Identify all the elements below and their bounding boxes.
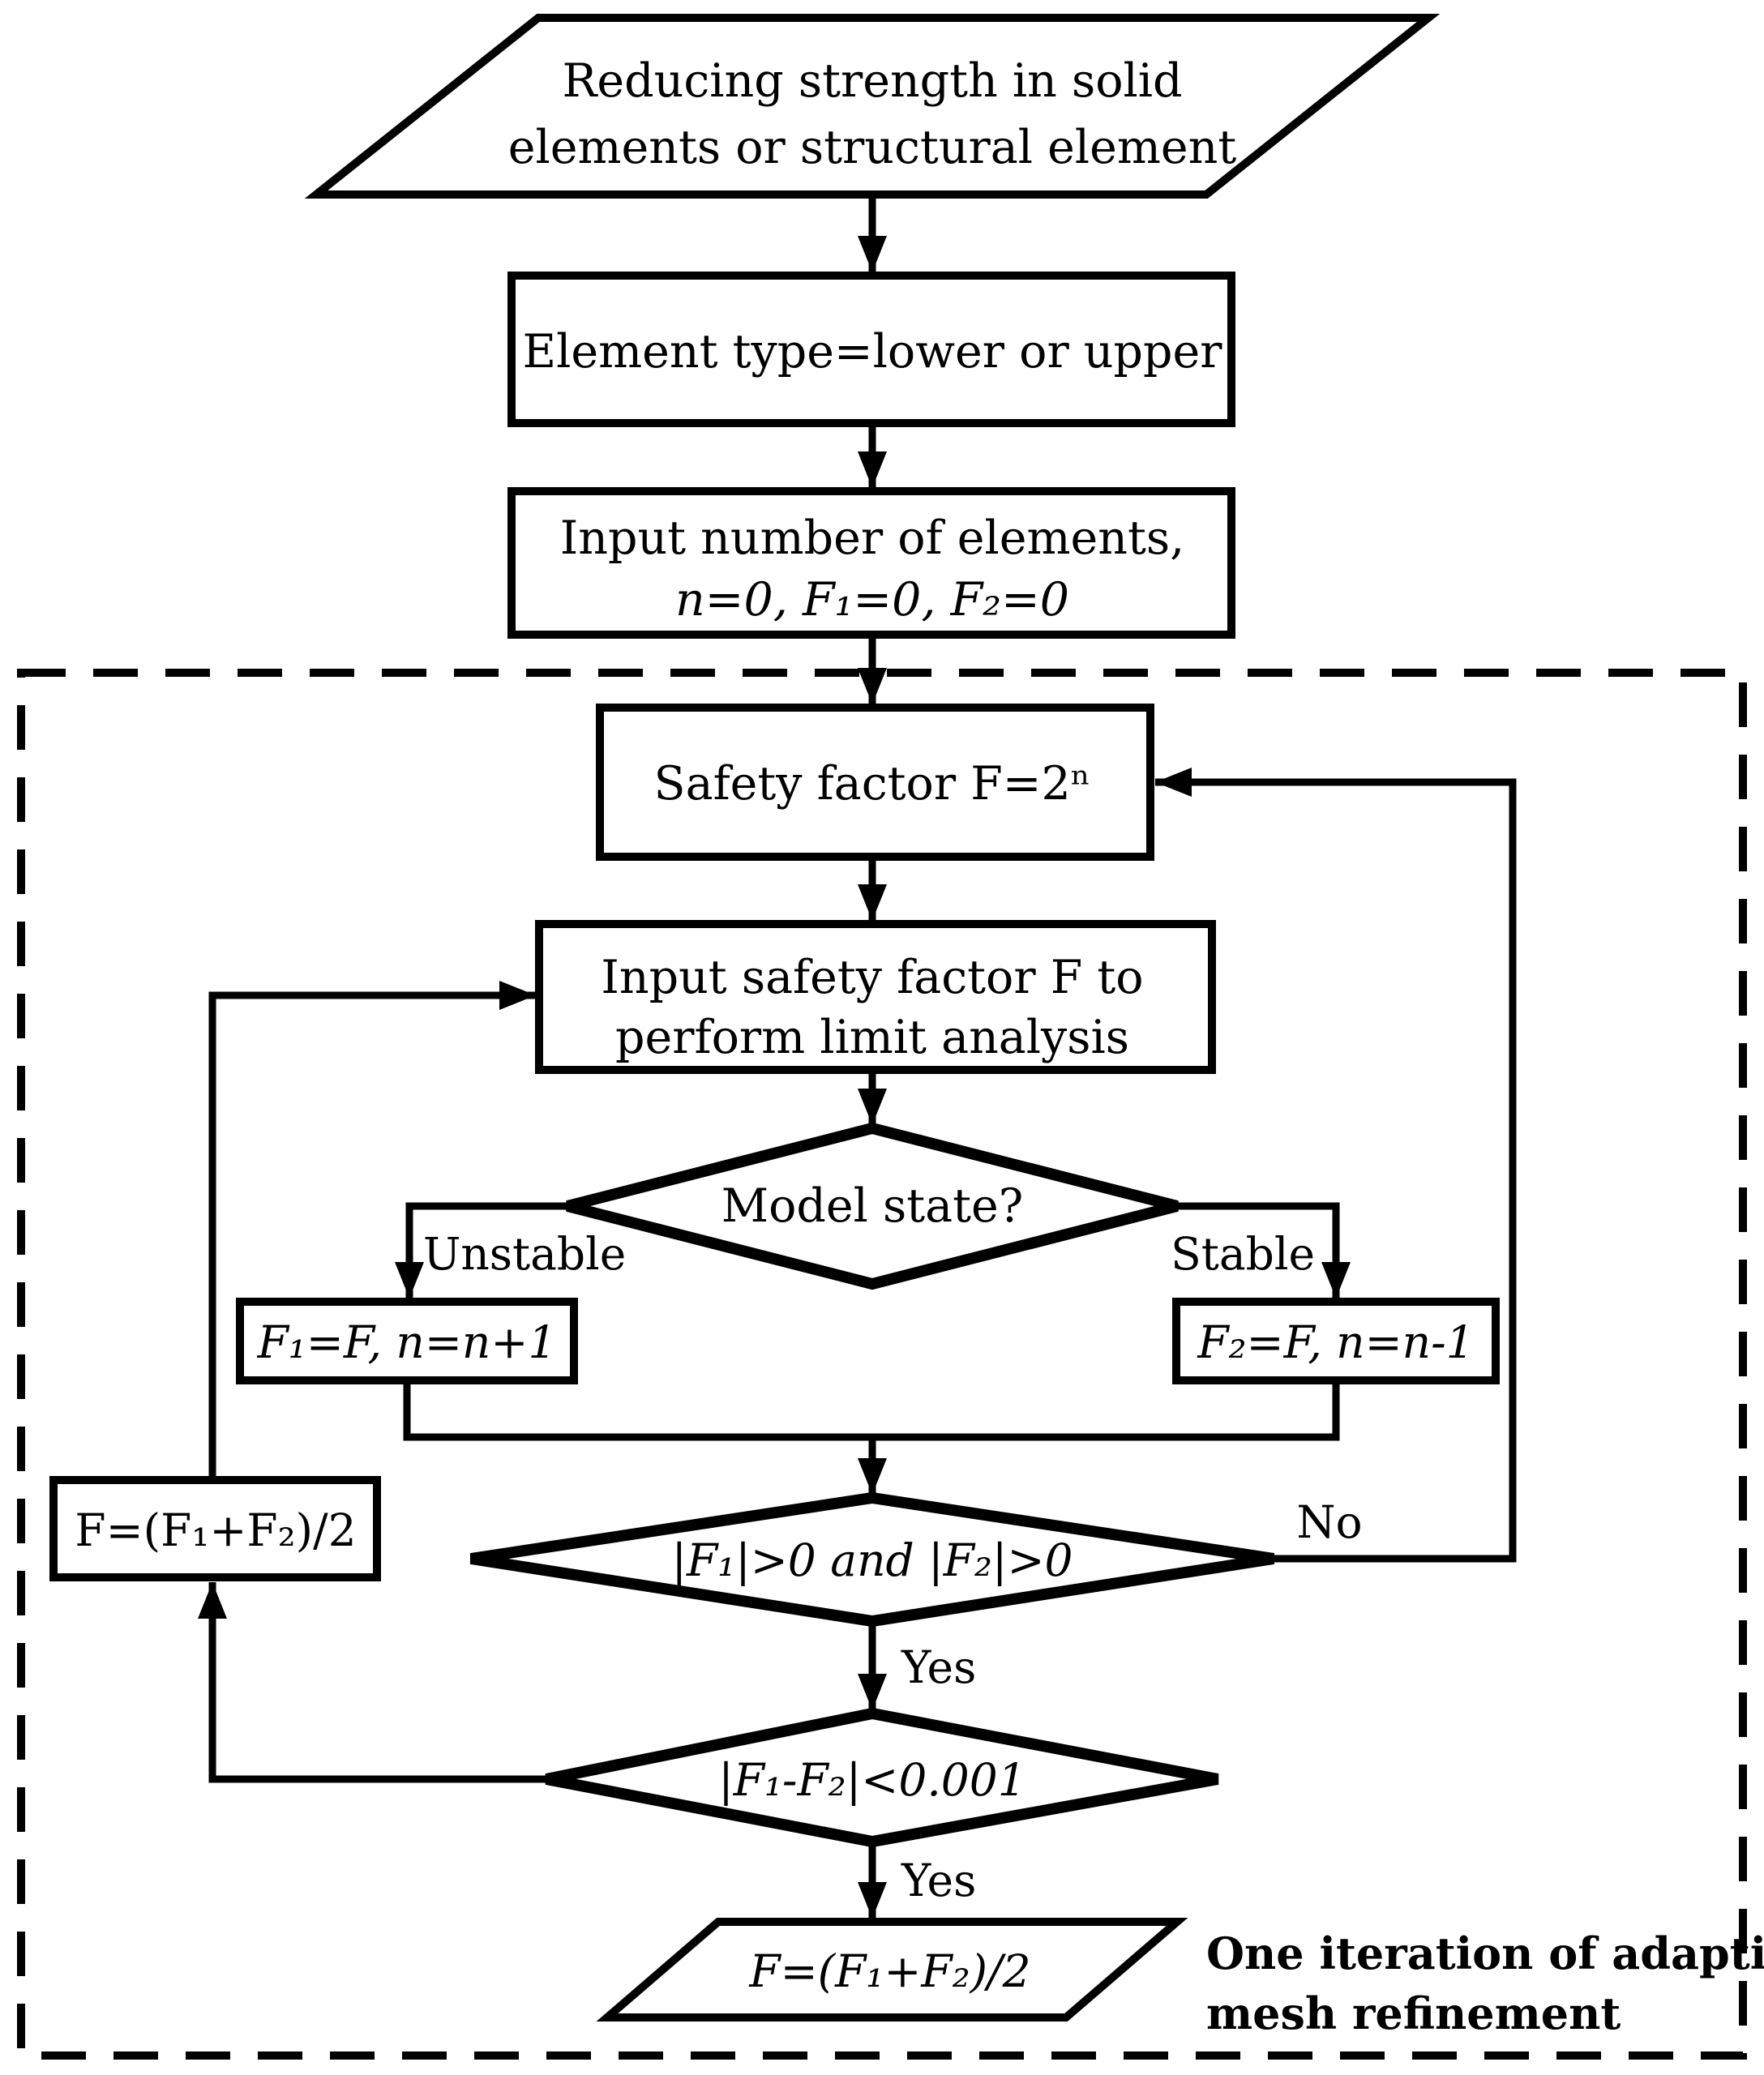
output-parallelogram	[596, 1918, 1188, 2022]
bisection-label: F=(F₁+F₂)/2	[75, 1504, 356, 1556]
convergence-check-diamond	[545, 1707, 1219, 1848]
start-parallelogram	[304, 14, 1441, 199]
model-state-label: Model state?	[721, 1179, 1024, 1233]
edge-stable-branch	[1177, 1202, 1351, 1298]
iteration-dashed-boundary	[17, 669, 1747, 2060]
bracket-check-diamond	[469, 1491, 1275, 1628]
input-elements-label-line1: Input number of elements,	[560, 511, 1185, 565]
element-type-box	[507, 272, 1235, 427]
unstable-update-label: F₁=F, n=n+1	[257, 1316, 557, 1368]
input-elements-label-line2: n=0, F₁=0, F₂=0	[675, 573, 1069, 627]
convergence-check-label: |F₁-F₂|<0.001	[718, 1754, 1026, 1806]
limit-analysis-box	[535, 920, 1216, 1074]
stable-edge-label: Stable	[1171, 1228, 1315, 1280]
yes-bracket-edge-label: Yes	[901, 1641, 976, 1693]
stable-update-label: F₂=F, n=n-1	[1197, 1316, 1474, 1368]
edge-unstable-branch	[395, 1202, 567, 1298]
start-label-line2: elements or structural element	[508, 121, 1237, 174]
element-type-label: Element type=lower or upper	[523, 325, 1223, 379]
stable-update-box	[1172, 1298, 1500, 1384]
input-elements-box	[507, 487, 1235, 639]
unstable-update-box	[236, 1298, 578, 1384]
limit-analysis-label-line2: perform limit analysis	[615, 1011, 1129, 1064]
bracket-check-label: |F₁|>0 and |F₂|>0	[671, 1534, 1073, 1586]
start-label-line1: Reducing strength in solid	[563, 54, 1183, 108]
edge-bisection-to-limit-analysis	[208, 981, 536, 1480]
edge-no-feedback-to-safety-factor	[1155, 768, 1517, 1563]
unstable-edge-label: Unstable	[423, 1228, 626, 1280]
edge-no-convergence-to-bisection	[198, 1582, 546, 1783]
edge-merge-connector	[403, 1380, 1340, 1441]
yes-converged-edge-label: Yes	[901, 1855, 976, 1906]
safety-factor-label: Safety factor F=2ⁿ	[654, 757, 1091, 811]
iteration-annotation-line1: One iteration of adaptive	[1206, 1927, 1764, 1979]
no-edge-label: No	[1296, 1496, 1362, 1548]
iteration-annotation-line2: mesh refinement	[1206, 1987, 1621, 2039]
bisection-box	[49, 1476, 381, 1581]
model-state-diamond	[566, 1122, 1179, 1290]
safety-factor-box	[596, 704, 1154, 861]
output-label: F=(F₁+F₂)/2	[748, 1945, 1030, 1997]
limit-analysis-label-line1: Input safety factor F to	[601, 951, 1143, 1004]
